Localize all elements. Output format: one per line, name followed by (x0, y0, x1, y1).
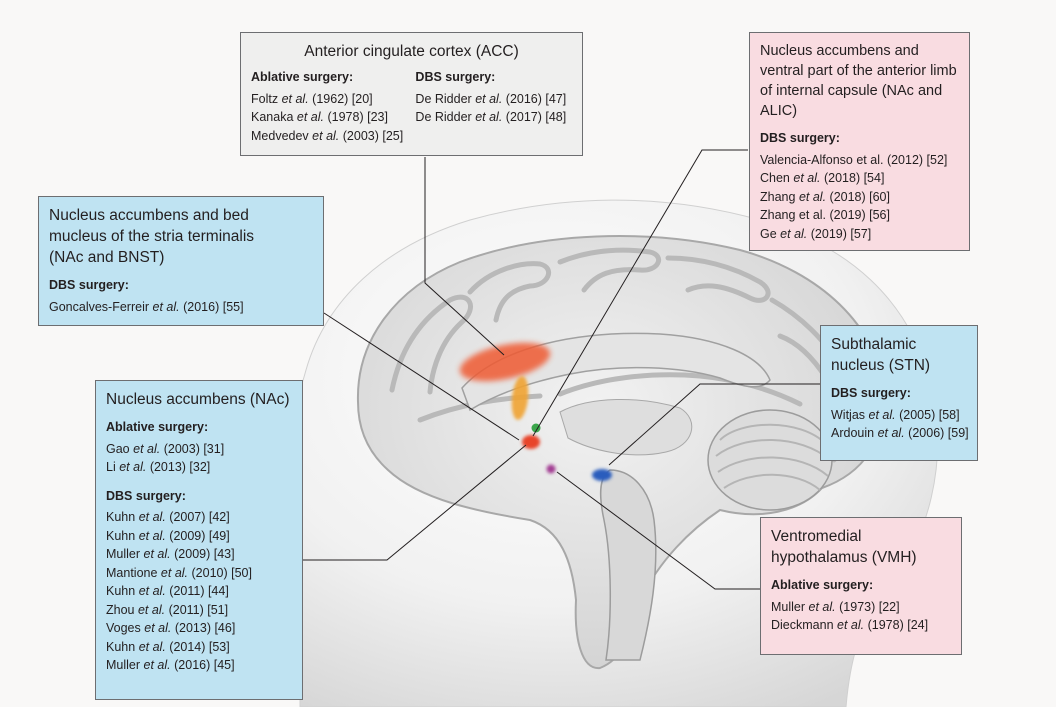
reference-item: Foltz et al. (1962) [20] (251, 91, 373, 106)
acc-dbs-heading: DBS surgery: (415, 70, 496, 84)
nac-title: Nucleus accumbens (NAc) (106, 391, 290, 408)
vmh-leader (556, 471, 760, 590)
nac-alic-dbs-list: Valencia-Alfonso et al. (2012) [52] Chen… (760, 151, 959, 244)
vmh-box: Ventromedial hypothalamus (VMH) Ablative… (760, 517, 962, 655)
reference-item: Zhang et al. (2018) [60] (760, 189, 890, 204)
reference-item: Muller et al. (1973) [22] (771, 599, 900, 614)
reference-item: Gao et al. (2003) [31] (106, 441, 225, 456)
reference-item: De Ridder et al. (2017) [48] (415, 110, 567, 124)
reference-item: Ge et al. (2019) [57] (760, 226, 872, 241)
acc-ablative-heading: Ablative surgery: (251, 70, 354, 84)
acc-dbs-list: De Ridder et al. (2016) [47] De Ridder e… (415, 90, 572, 127)
acc-target (459, 342, 551, 382)
reference-item: Muller et al. (2016) [45] (106, 658, 235, 672)
vmh-ablative-heading: Ablative surgery: (771, 578, 874, 592)
reference-item: Medvedev et al. (2003) [25] (251, 128, 404, 143)
reference-item: Zhou et al. (2011) [51] (106, 602, 229, 617)
vmh-title: Ventromedial hypothalamus (VMH) (771, 528, 917, 566)
reference-item: Valencia-Alfonso et al. (2012) [52] (760, 152, 948, 167)
brainstem (599, 469, 657, 661)
reference-item: Kuhn et al. (2011) [44] (106, 584, 229, 598)
reference-item: Mantione et al. (2010) [50] (106, 565, 252, 580)
nac-target (522, 435, 540, 449)
nac-ablative-list: Gao et al. (2003) [31] Li et al. (2013) … (106, 440, 292, 477)
acc-leader (424, 157, 505, 356)
nac-ablative-heading: Ablative surgery: (106, 420, 209, 434)
acc-dbs-column: DBS surgery: De Ridder et al. (2016) [47… (415, 68, 572, 145)
nac-leader (303, 444, 527, 561)
reference-item: Witjas et al. (2005) [58] (831, 407, 960, 422)
nac-alic-box: Nucleus accumbens and ventral part of th… (749, 32, 970, 251)
spacer (106, 477, 292, 487)
nac-alic-title: Nucleus accumbens and ventral part of th… (760, 43, 957, 119)
stn-dbs-list: Witjas et al. (2005) [58] Ardouin et al.… (831, 406, 969, 443)
reference-item: De Ridder et al. (2016) [47] (415, 91, 567, 106)
nac-dbs-list: Kuhn et al. (2007) [42] Kuhn et al. (200… (106, 508, 292, 675)
reference-item: Dieckmann et al. (1978) [24] (771, 618, 929, 632)
nac-bnst-box: Nucleus accumbens and bed mucleus of the… (38, 196, 324, 326)
vmh-ablative-list: Muller et al. (1973) [22] Dieckmann et a… (771, 598, 951, 635)
reference-item: Goncalves-Ferreir et al. (2016) [55] (49, 299, 244, 314)
reference-item: Kuhn et al. (2014) [53] (106, 639, 230, 654)
thalamus (559, 399, 693, 456)
nac-bnst-dbs-list: Goncalves-Ferreir et al. (2016) [55] (49, 298, 313, 317)
reference-item: Voges et al. (2013) [46] (106, 621, 236, 635)
reference-item: Chen et al. (2018) [54] (760, 171, 885, 185)
stn-box: Subthalamic nucleus (STN) DBS surgery: W… (820, 325, 978, 461)
nac-bnst-title: Nucleus accumbens and bed mucleus of the… (49, 207, 255, 266)
nac-bnst-dbs-heading: DBS surgery: (49, 278, 129, 292)
reference-item: Muller et al. (2009) [43] (106, 547, 235, 561)
reference-item: Zhang et al. (2019) [56] (760, 208, 890, 222)
acc-columns: Ablative surgery: Foltz et al. (1962) [2… (251, 68, 572, 145)
acc-ablative-list: Foltz et al. (1962) [20] Kanaka et al. (… (251, 90, 415, 146)
stn-target (592, 469, 612, 481)
alic-target (511, 376, 529, 420)
reference-item: Kuhn et al. (2007) [42] (106, 510, 230, 524)
vmh-target (546, 464, 556, 474)
nac-dbs-heading: DBS surgery: (106, 488, 186, 503)
stn-title: Subthalamic nucleus (STN) (831, 336, 931, 374)
reference-item: Kuhn et al. (2009) [49] (106, 528, 230, 543)
nac-bnst-leader (323, 312, 520, 441)
nac-alic-leader (532, 149, 748, 437)
reference-item: Kanaka et al. (1978) [23] (251, 110, 388, 124)
stn-leader (608, 383, 820, 466)
nac-alic-dbs-heading: DBS surgery: (760, 131, 840, 145)
acc-ablative-column: Ablative surgery: Foltz et al. (1962) [2… (251, 68, 415, 145)
reference-item: Li et al. (2013) [32] (106, 460, 211, 474)
leader-lines (303, 149, 820, 590)
reference-item: Ardouin et al. (2006) [59] (831, 426, 969, 440)
acc-title: Anterior cingulate cortex (ACC) (304, 43, 519, 60)
acc-box: Anterior cingulate cortex (ACC) Ablative… (240, 32, 583, 156)
nac-box: Nucleus accumbens (NAc) Ablative surgery… (95, 380, 303, 700)
bnst-target (531, 423, 541, 433)
stn-dbs-heading: DBS surgery: (831, 386, 911, 400)
cerebellum (707, 409, 833, 511)
